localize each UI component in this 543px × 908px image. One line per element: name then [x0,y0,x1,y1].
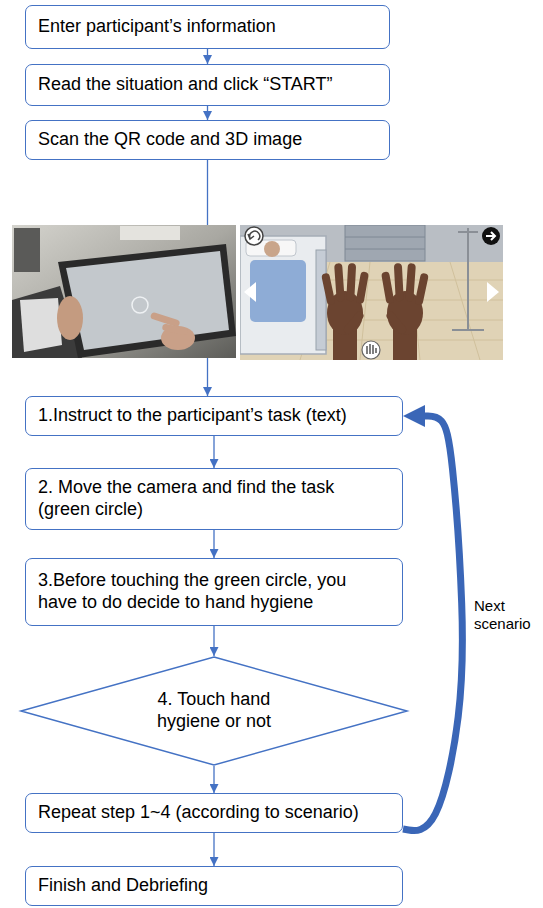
screen-target [132,297,148,313]
process-box: Scan the QR code and 3D image [25,120,390,160]
sleeve [20,298,62,352]
background-object [14,228,40,272]
next-icon [482,227,500,245]
hand-hygiene-icon [362,341,380,359]
tablet-frame [58,244,236,358]
background-light [120,226,180,240]
process-box: 3.Before touching the green circle, you … [25,558,403,626]
undo-icon [245,227,263,245]
flow-arrow [213,833,214,866]
flow-arrow [213,436,214,468]
flow-arrow [213,766,214,793]
flow-arrow [213,530,214,558]
node-text: Scan the QR code and 3D image [38,129,302,151]
flow-arrow [213,626,214,656]
turn-left-arrow [244,282,256,302]
person-body [12,286,82,358]
flow-arrow [207,49,208,64]
process-box: Enter participant’s information [25,5,390,49]
node-text: Enter participant’s information [38,16,276,38]
process-box: 2. Move the camera and find the task (gr… [25,468,403,530]
photo-ground [12,225,236,358]
virtual-hand [381,263,429,360]
drawer-cabinet [345,225,425,261]
virtual-hand [321,263,369,360]
terminal-box: Finish and Debriefing [25,866,403,906]
tablet-screen [66,251,229,350]
turn-right-arrow [487,282,499,302]
node-text: Finish and Debriefing [38,875,208,897]
process-box: Read the situation and click “START” [25,64,390,106]
vr-screenshot [240,225,503,360]
node-text: 4. Touch hand hygiene or not [144,689,284,732]
node-text: Repeat step 1~4 (according to scenario) [38,802,359,824]
node-text: 2. Move the camera and find the task (gr… [38,477,338,520]
process-box: Repeat step 1~4 (according to scenario) [25,793,403,833]
node-text: 1.Instruct to the participant’s task (te… [38,405,347,427]
edge-label: Next scenario [474,596,536,634]
decision-diamond: 4. Touch hand hygiene or not [20,656,408,766]
flow-arrow [207,106,208,120]
left-hand [57,296,83,340]
tablet-photo [12,225,236,358]
process-box: 1.Instruct to the participant’s task (te… [25,396,403,436]
node-text: 3.Before touching the green circle, you … [38,570,368,613]
loop-arrow [403,416,463,831]
hospital-bed [240,236,326,354]
node-text: Read the situation and click “START” [38,74,332,96]
iv-pole [452,228,484,330]
diamond-shape [21,657,407,765]
right-hand [150,312,195,350]
